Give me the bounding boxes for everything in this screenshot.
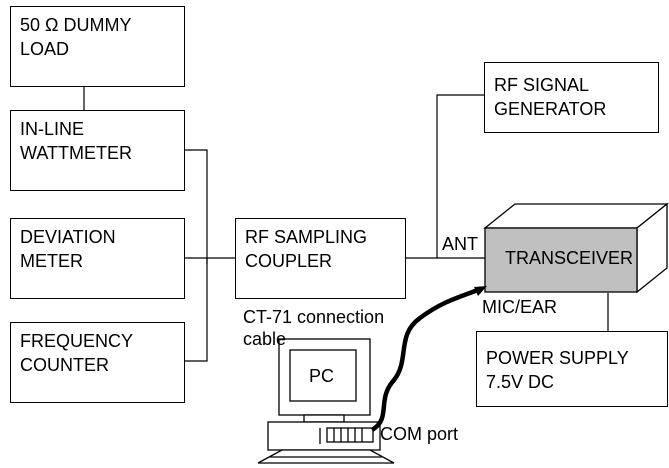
dummy-load-line1: 50 Ω DUMMY: [20, 15, 132, 35]
deviation-meter-line2: METER: [20, 251, 83, 271]
pc-icon: [257, 338, 395, 464]
wattmeter-box: IN-LINE WATTMETER: [10, 110, 185, 191]
mic-ear-label: MIC/EAR: [482, 297, 558, 317]
coupler-line1: RF SAMPLING: [245, 227, 368, 247]
power-supply-line2: 7.5V DC: [486, 372, 555, 392]
rf-sampling-coupler-box: RF SAMPLING COUPLER: [235, 218, 406, 299]
cable-label-line2: cable: [243, 329, 287, 349]
generator-line2: GENERATOR: [494, 99, 607, 119]
deviation-meter-line1: DEVIATION: [20, 227, 116, 247]
transceiver-box: [483, 202, 669, 294]
cable-label-line1: CT-71 connection: [243, 307, 385, 327]
dummy-load-box: 50 Ω DUMMY LOAD: [10, 6, 185, 87]
deviation-meter-box: DEVIATION METER: [10, 218, 185, 299]
generator-line1: RF SIGNAL: [494, 75, 590, 95]
wattmeter-line2: WATTMETER: [20, 143, 132, 163]
ant-label: ANT: [442, 234, 478, 254]
frequency-counter-line2: COUNTER: [20, 355, 109, 375]
wattmeter-line1: IN-LINE: [20, 119, 85, 139]
dummy-load-line2: LOAD: [20, 39, 70, 59]
cable-arrowhead: [474, 286, 487, 296]
power-supply-box: POWER SUPPLY 7.5V DC: [476, 331, 668, 407]
com-port-label: COM port: [380, 424, 459, 444]
rf-signal-generator-box: RF SIGNAL GENERATOR: [484, 62, 659, 133]
wire-wattmeter-bus: [183, 149, 208, 264]
pc-label: PC: [309, 366, 335, 386]
ct71-cable: [370, 287, 479, 432]
power-supply-line1: POWER SUPPLY: [486, 348, 629, 368]
frequency-counter-box: FREQUENCY COUNTER: [10, 322, 185, 403]
coupler-line2: COUPLER: [245, 251, 333, 271]
transceiver-label: TRANSCEIVER: [505, 248, 634, 268]
wire-frequency-bus: [183, 258, 208, 362]
frequency-counter-line1: FREQUENCY: [20, 331, 134, 351]
wire-generator-ant: [436, 94, 485, 258]
